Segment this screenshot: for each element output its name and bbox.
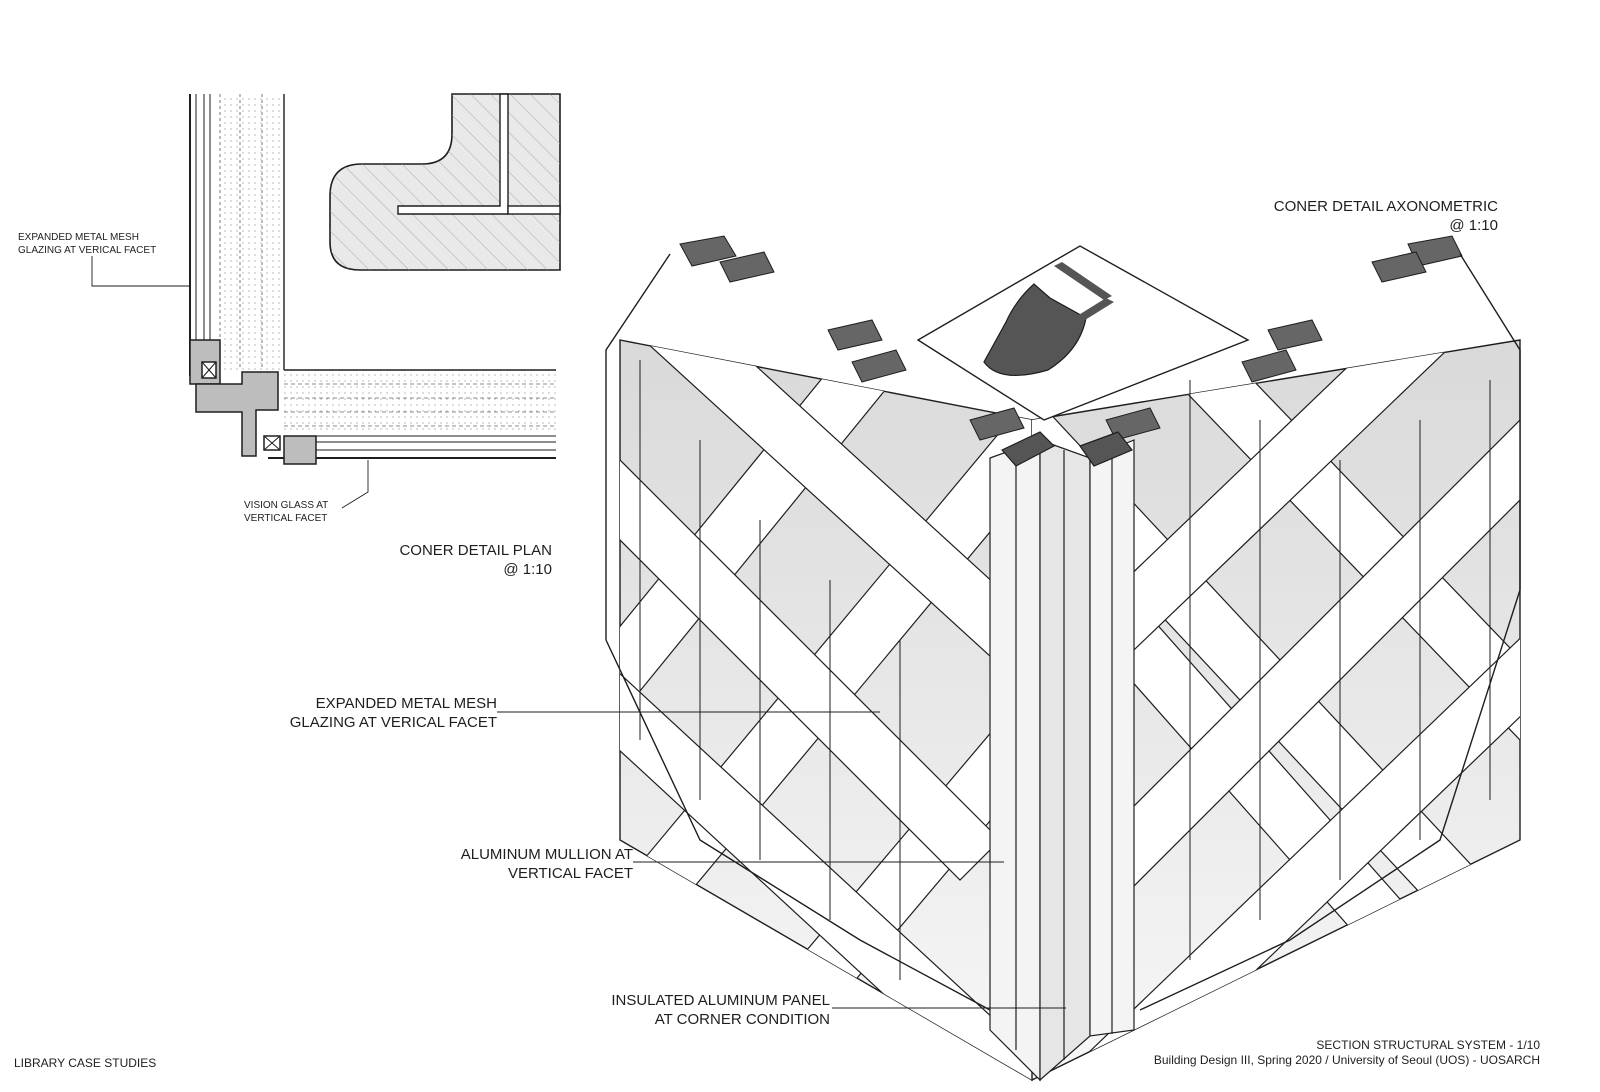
axon-panel-label-line1: INSULATED ALUMINUM PANEL [611,992,830,1009]
axon-mullion-label: ALUMINUM MULLION AT VERTICAL FACET [461,846,633,884]
axon-scale: @ 1:10 [1449,216,1498,234]
plan-glass-label: VISION GLASS AT VERTICAL FACET [244,500,328,525]
axon-mesh-label-line1: EXPANDED METAL MESH [315,695,497,712]
plan-scale: @ 1:10 [503,560,552,578]
axon-top-cap [916,245,1250,421]
plan-glass-label-line2: VERTICAL FACET [244,512,328,524]
axon-corner-mullion [989,431,1135,1082]
axon-mullion-label-line1: ALUMINUM MULLION AT [460,846,633,863]
plan-leader-lines [91,256,369,509]
plan-title: CONER DETAIL PLAN [399,542,552,559]
plan-mesh-label: EXPANDED METAL MESH GLAZING AT VERICAL F… [18,232,156,257]
plan-mesh-label-line2: GLAZING AT VERICAL FACET [18,244,157,256]
axon-mullion-caps [679,235,1463,441]
footer-right-line1: SECTION STRUCTURAL SYSTEM - 1/10 [1316,1038,1540,1052]
axon-leader-lines [497,711,1066,1009]
plan-corner-mullion [189,339,317,465]
axon-title-block: CONER DETAIL AXONOMETRIC @ 1:10 [1274,198,1498,236]
axon-mullion-label-line2: VERTICAL FACET [507,864,633,882]
plan-glass-label-line1: VISION GLASS AT [244,500,329,511]
axon-mesh-label-line2: GLAZING AT VERICAL FACET [289,713,497,731]
footer-right-line2: Building Design III, Spring 2020 / Unive… [1153,1053,1540,1067]
plan-horizontal-facet [268,369,556,459]
plan-title-block: CONER DETAIL PLAN @ 1:10 [399,542,552,580]
axon-title: CONER DETAIL AXONOMETRIC [1273,198,1498,215]
corner-detail-plan-drawing [91,93,561,509]
footer-right-block: SECTION STRUCTURAL SYSTEM - 1/10 Buildin… [1154,1038,1540,1068]
axon-left-facet [619,339,1033,1082]
axon-outer-frame [605,253,1521,1011]
axon-mesh-label: EXPANDED METAL MESH GLAZING AT VERICAL F… [290,695,497,733]
plan-vertical-facet [189,94,285,376]
axon-panel-label-line2: AT CORNER CONDITION [654,1010,830,1028]
axon-panel-label: INSULATED ALUMINUM PANEL AT CORNER CONDI… [611,992,830,1030]
plan-mesh-label-line1: EXPANDED METAL MESH [18,232,139,243]
footer-left-title: LIBRARY CASE STUDIES [14,1056,157,1070]
plan-concrete-column [329,93,561,271]
